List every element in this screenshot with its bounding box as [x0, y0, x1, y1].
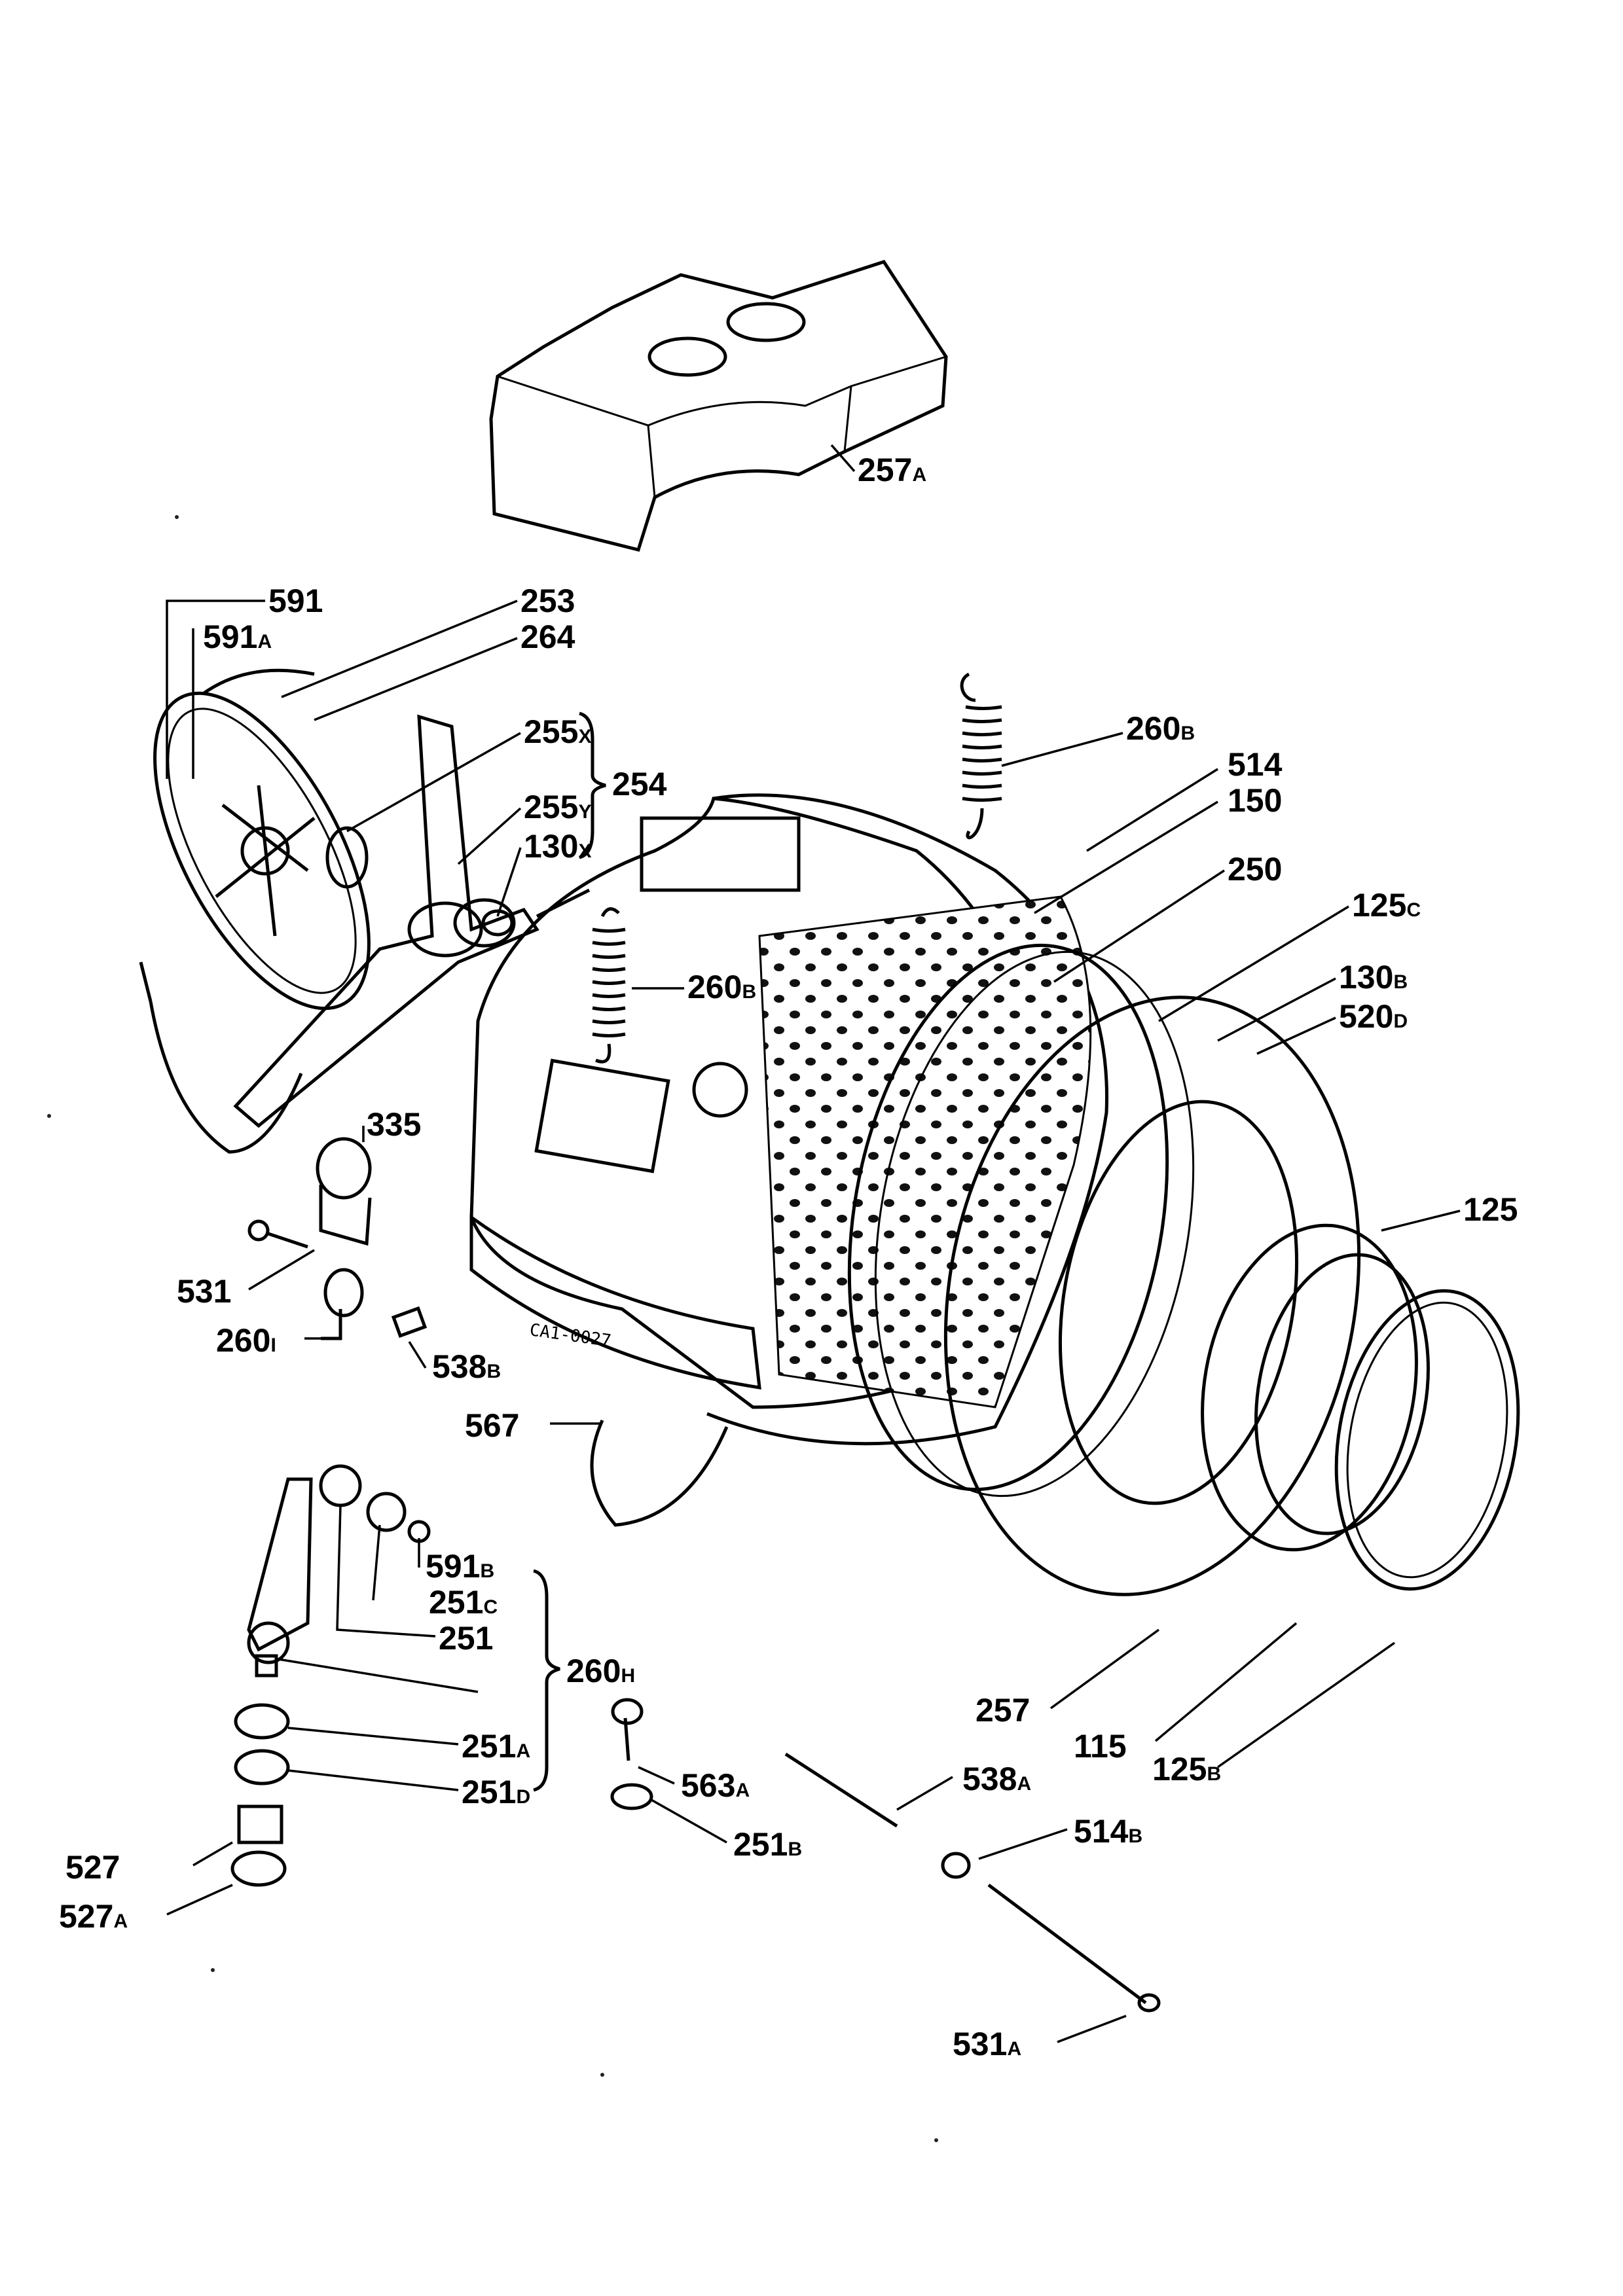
label-335: 335 — [367, 1106, 421, 1143]
label-591A: 591A — [203, 619, 272, 655]
label-257: 257 — [976, 1692, 1030, 1729]
bracket-260h-brace — [533, 1569, 560, 1792]
label-260B-upper: 260B — [1126, 710, 1195, 747]
label-514B: 514B — [1074, 1813, 1142, 1850]
label-255Y: 255Y — [524, 789, 591, 825]
tub-spring-lower — [592, 907, 626, 1064]
label-264: 264 — [520, 619, 575, 655]
label-260H: 260H — [566, 1653, 635, 1689]
label-125C: 125C — [1352, 887, 1421, 924]
label-527A: 527A — [59, 1898, 128, 1935]
scan-speck — [211, 1968, 215, 1972]
tub-outlet-hose — [590, 1419, 729, 1527]
label-567: 567 — [465, 1407, 519, 1444]
label-125B: 125B — [1152, 1751, 1221, 1787]
scan-speck — [600, 2073, 604, 2077]
leader-lines — [166, 444, 1461, 2043]
label-250: 250 — [1228, 851, 1282, 888]
label-538A: 538A — [962, 1761, 1031, 1797]
scan-speck — [934, 2138, 938, 2142]
tub-front-rings — [847, 943, 1520, 1596]
diagram-stamp: CA1-0027 — [528, 1320, 612, 1351]
tub-spring-upper — [960, 672, 1002, 840]
label-591B: 591B — [426, 1548, 494, 1585]
label-115: 115 — [1074, 1728, 1127, 1765]
label-527: 527 — [65, 1849, 120, 1886]
label-514: 514 — [1228, 746, 1283, 783]
label-254: 254 — [612, 766, 667, 802]
shock-absorber — [230, 1464, 431, 1887]
small-parts-left — [247, 1137, 428, 1340]
label-520D: 520D — [1339, 998, 1408, 1035]
label-538B: 538B — [432, 1348, 501, 1385]
label-260I: 260I — [216, 1322, 276, 1359]
bolts-and-rods — [610, 1698, 1161, 2013]
scan-speck — [47, 1114, 51, 1118]
label-130B: 130B — [1339, 959, 1408, 996]
label-251A: 251A — [462, 1728, 530, 1765]
drum-pulley — [139, 668, 371, 1154]
label-531: 531 — [177, 1273, 231, 1310]
part-labels: 257A 591 591A 253 264 255X 254 255Y 130X… — [59, 452, 1518, 2062]
label-591: 591 — [268, 583, 323, 619]
label-251D: 251D — [462, 1774, 530, 1810]
label-251B: 251B — [733, 1826, 802, 1863]
label-260B-lower: 260B — [687, 969, 756, 1005]
label-255X: 255X — [524, 713, 591, 750]
label-150: 150 — [1228, 782, 1282, 819]
wash-tub — [469, 793, 1109, 1446]
label-253: 253 — [520, 583, 575, 619]
bracket-254-brace — [579, 711, 606, 859]
scan-speck — [175, 515, 179, 519]
label-251: 251 — [439, 1620, 493, 1657]
label-125: 125 — [1463, 1191, 1518, 1228]
label-130X: 130X — [524, 828, 591, 865]
label-257A: 257A — [858, 452, 926, 488]
label-563A: 563A — [681, 1767, 750, 1804]
label-531A: 531A — [953, 2026, 1021, 2062]
counterweight-top — [489, 260, 948, 552]
label-251C: 251C — [429, 1584, 498, 1621]
